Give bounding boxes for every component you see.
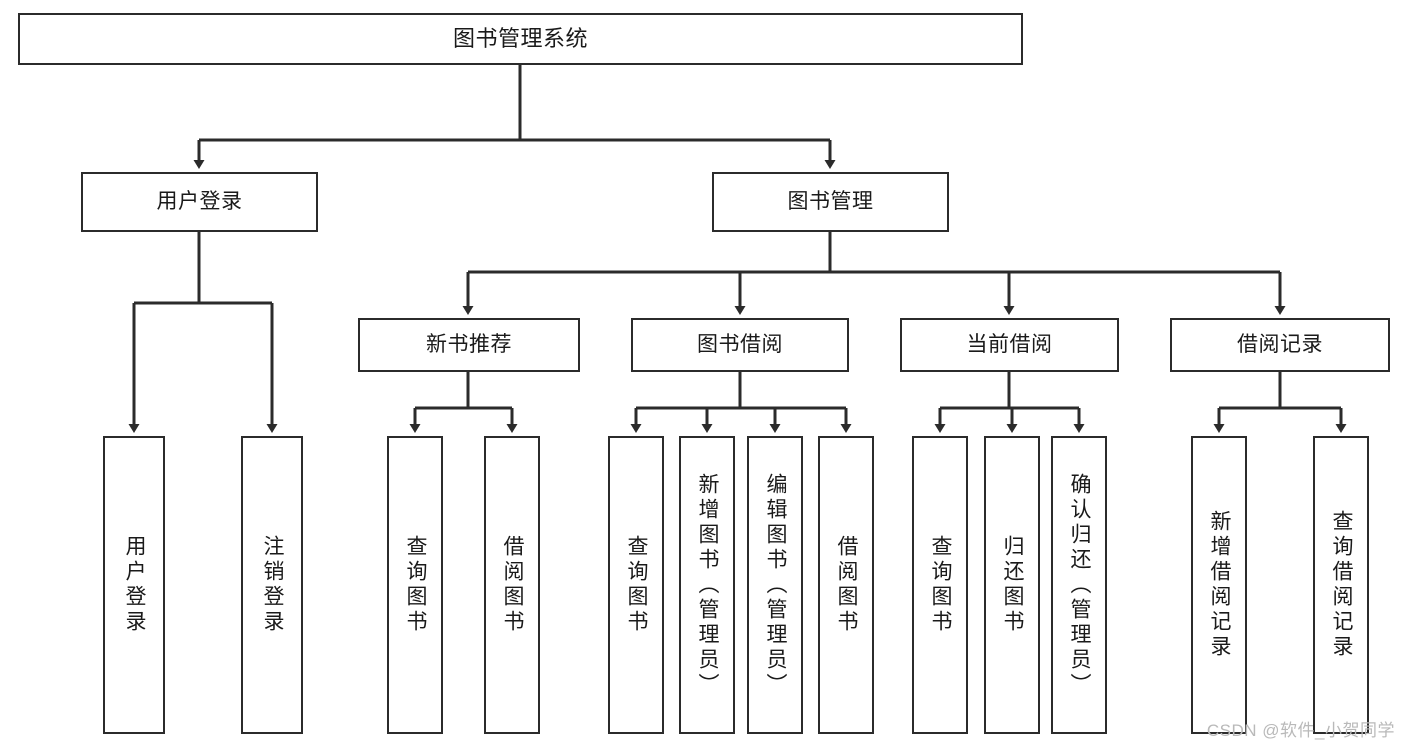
leaf-label: 查询图书: [625, 535, 649, 635]
leaf-return-book[interactable]: 归还图书: [984, 436, 1040, 734]
leaf-label: 查询借阅记录: [1330, 510, 1354, 660]
leaf-user-login[interactable]: 用户登录: [103, 436, 165, 734]
leaf-add-borrow-record[interactable]: 新增借阅记录: [1191, 436, 1247, 734]
leaf-label: 查询图书: [404, 535, 428, 635]
leaf-logout-login[interactable]: 注销登录: [241, 436, 303, 734]
leaf-label: 归还图书: [1001, 535, 1025, 635]
node-book-management[interactable]: 图书管理: [712, 172, 949, 232]
node-root[interactable]: 图书管理系统: [18, 13, 1023, 65]
leaf-label: 编辑图书（管理员）: [764, 472, 788, 698]
leaf-borrow-book-recommend[interactable]: 借阅图书: [484, 436, 540, 734]
leaf-query-borrow-record[interactable]: 查询借阅记录: [1313, 436, 1369, 734]
node-user-login[interactable]: 用户登录: [81, 172, 318, 232]
leaf-label: 确认归还（管理员）: [1068, 472, 1092, 698]
leaf-borrow-book[interactable]: 借阅图书: [818, 436, 874, 734]
node-borrow-record[interactable]: 借阅记录: [1170, 318, 1390, 372]
leaf-query-book-recommend[interactable]: 查询图书: [387, 436, 443, 734]
node-new-book-recommend[interactable]: 新书推荐: [358, 318, 580, 372]
leaf-edit-book-admin[interactable]: 编辑图书（管理员）: [747, 436, 803, 734]
leaf-query-book-borrow[interactable]: 查询图书: [608, 436, 664, 734]
leaf-label: 新增借阅记录: [1208, 510, 1232, 660]
node-current-borrow[interactable]: 当前借阅: [900, 318, 1119, 372]
leaf-confirm-return-admin[interactable]: 确认归还（管理员）: [1051, 436, 1107, 734]
node-book-borrow[interactable]: 图书借阅: [631, 318, 849, 372]
leaf-label: 借阅图书: [501, 535, 525, 635]
leaf-query-book-current[interactable]: 查询图书: [912, 436, 968, 734]
leaf-label: 用户登录: [123, 535, 147, 635]
leaf-label: 注销登录: [261, 535, 285, 635]
csdn-watermark: CSDN @软件_小贺同学: [1206, 721, 1395, 740]
leaf-add-book-admin[interactable]: 新增图书（管理员）: [679, 436, 735, 734]
leaf-label: 查询图书: [929, 535, 953, 635]
leaf-label: 新增图书（管理员）: [696, 472, 720, 698]
leaf-label: 借阅图书: [835, 535, 859, 635]
